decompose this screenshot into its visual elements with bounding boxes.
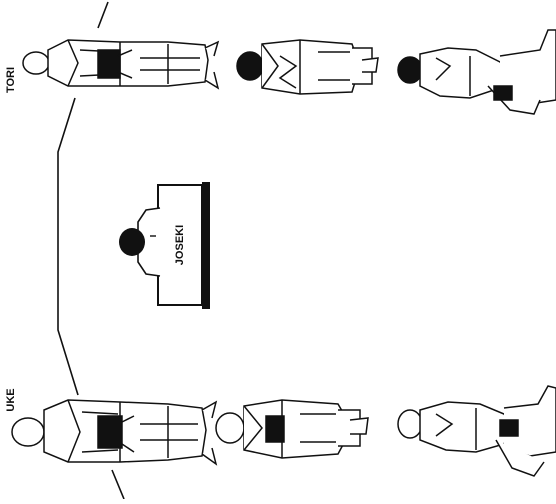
black-belt-icon: [500, 420, 518, 436]
black-belt-icon: [98, 416, 122, 448]
head-icon: [398, 410, 422, 438]
uke-label: UKE: [5, 388, 17, 411]
head-icon: [237, 52, 263, 80]
joseki-label: JOSEKI: [174, 225, 186, 265]
tori-kneeling-figure: [237, 40, 378, 94]
head-icon: [23, 52, 49, 74]
black-belt-icon: [266, 416, 284, 442]
joseki-table: JOSEKI: [119, 182, 210, 309]
tori-standing-figure: [23, 40, 218, 88]
uke-bowing-figure: [398, 386, 556, 476]
head-icon: [12, 418, 44, 446]
head-icon: [216, 413, 244, 443]
tori-bowing-figure: [398, 30, 556, 114]
uke-standing-figure: [12, 400, 216, 464]
joseki-person-head: [119, 228, 145, 256]
black-belt-icon: [98, 50, 120, 78]
tori-label: TORI: [5, 67, 17, 93]
black-belt-icon: [494, 86, 512, 100]
uke-kneeling-figure: [216, 400, 368, 458]
head-icon: [398, 57, 422, 83]
